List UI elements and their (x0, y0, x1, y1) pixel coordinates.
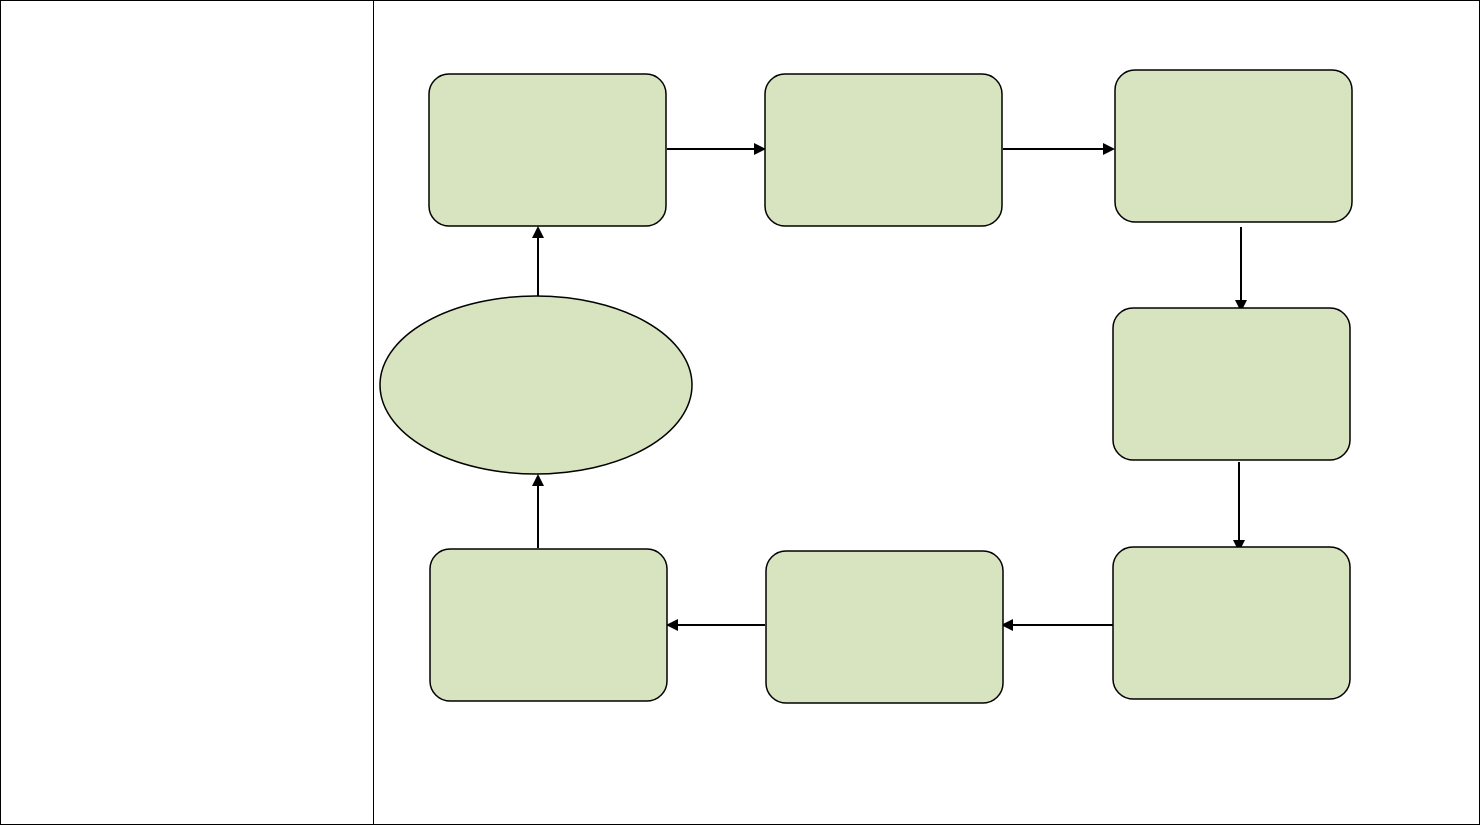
process-box-bottom-left (429, 548, 668, 702)
process-box-bottom-right (1112, 546, 1351, 700)
central-ellipse-node (379, 295, 693, 475)
connector-arrows (532, 143, 1247, 631)
diagram-nodes (379, 69, 1353, 704)
process-box-top-left (428, 73, 667, 227)
process-box-bottom-middle (765, 550, 1004, 704)
process-box-top-middle (764, 73, 1003, 227)
process-box-top-right (1114, 69, 1353, 223)
process-box-right-middle (1112, 307, 1351, 461)
